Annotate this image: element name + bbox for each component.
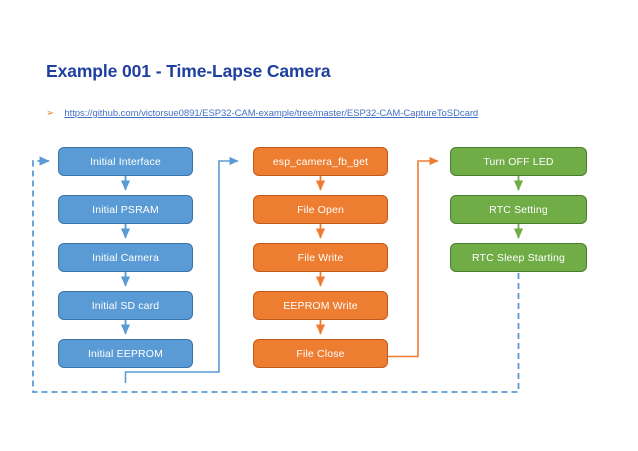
flow-node-initial-interface[interactable]: Initial Interface: [58, 147, 193, 176]
reference-link-row: ➢ https://github.com/victorsue0891/ESP32…: [46, 107, 478, 121]
flow-node-label: Initial Camera: [92, 251, 159, 264]
flow-node-file-write[interactable]: File Write: [253, 243, 388, 272]
flow-node-initial-sd-card[interactable]: Initial SD card: [58, 291, 193, 320]
arrow-bullet-icon: ➢: [46, 108, 55, 119]
flow-node-label: Initial Interface: [90, 155, 161, 168]
flow-node-label: esp_camera_fb_get: [272, 155, 369, 168]
flow-node-label: Turn OFF LED: [483, 155, 554, 168]
flow-node-initial-camera[interactable]: Initial Camera: [58, 243, 193, 272]
connector-sleep-loop-back-to-initial-interface: [32, 156, 520, 393]
flow-node-turn-off-led[interactable]: Turn OFF LED: [450, 147, 587, 176]
flow-node-file-close[interactable]: File Close: [253, 339, 388, 368]
flow-node-rtc-setting[interactable]: RTC Setting: [450, 195, 587, 224]
flow-node-esp-camera-fb-get[interactable]: esp_camera_fb_get: [253, 147, 388, 176]
flow-node-file-open[interactable]: File Open: [253, 195, 388, 224]
flow-node-label: File Write: [297, 251, 344, 264]
flow-node-initial-psram[interactable]: Initial PSRAM: [58, 195, 193, 224]
flow-node-initial-eeprom[interactable]: Initial EEPROM: [58, 339, 193, 368]
page-title: Example 001 - Time-Lapse Camera: [46, 61, 331, 81]
connector-file-close-to-turn-off-led: [383, 156, 439, 358]
flow-node-label: RTC Sleep Starting: [472, 251, 565, 264]
flow-node-eeprom-write[interactable]: EEPROM Write: [253, 291, 388, 320]
flow-node-label: Initial PSRAM: [92, 203, 159, 216]
flow-node-label: Initial EEPROM: [87, 347, 164, 360]
connector-eeprom-to-camera-fb-get: [124, 156, 239, 383]
flow-node-label: Initial SD card: [91, 299, 160, 312]
flow-node-label: File Close: [296, 347, 345, 360]
flow-node-label: File Open: [297, 203, 344, 216]
flow-node-label: RTC Setting: [489, 203, 548, 216]
flow-node-label: EEPROM Write: [283, 299, 358, 312]
flow-node-rtc-sleep-starting[interactable]: RTC Sleep Starting: [450, 243, 587, 272]
github-repo-link[interactable]: https://github.com/victorsue0891/ESP32-C…: [64, 108, 479, 119]
